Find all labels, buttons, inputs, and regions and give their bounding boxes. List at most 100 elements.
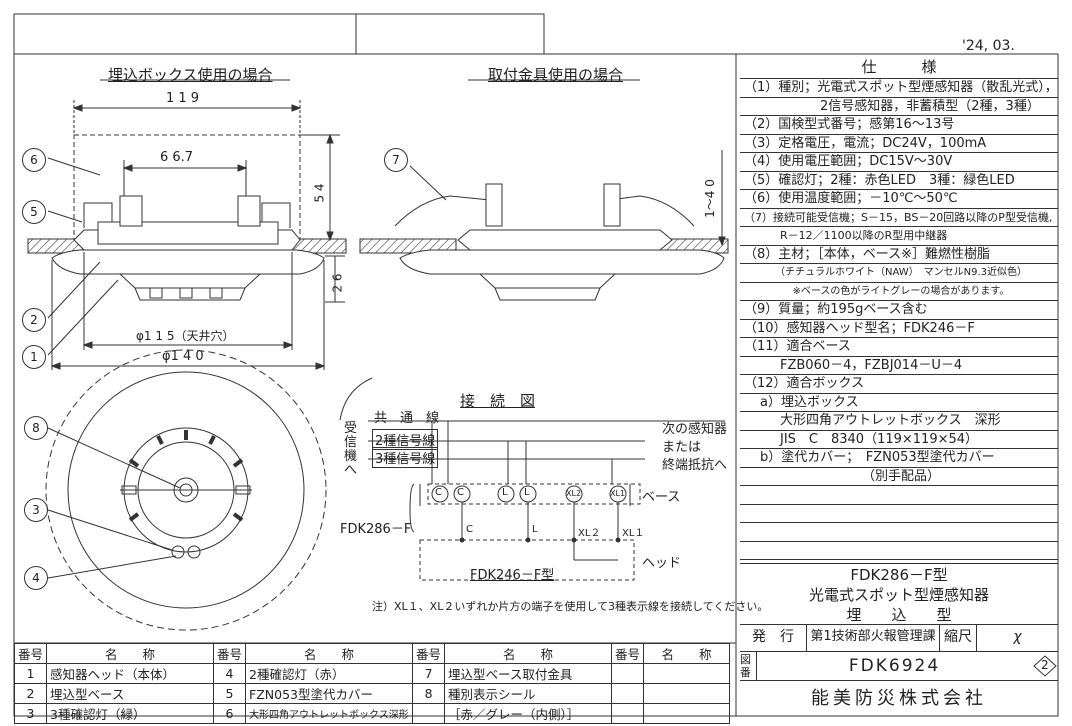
spec-line	[740, 542, 1058, 560]
callout-8: 8	[24, 416, 48, 440]
wiring-note: 注）XL１、XL２いずれか片方の端子を使用して3種表示線を接続してください。	[372, 600, 769, 613]
parts-header-row: 番号 名 称 番号 名 称 番号 名 称 番号 名 称	[13, 643, 730, 664]
spec-list: （1）種別；光電式スポット型煙感知器（散乱光式）， 2信号感知器，非蓄積型（2種…	[740, 79, 1058, 560]
part-no: 6	[213, 703, 247, 724]
dim-119: 1 1 9	[166, 91, 200, 106]
callout-2: 2	[22, 308, 46, 332]
lower-xl2: XL２	[578, 528, 601, 539]
wiring-receiver: 受信機へ	[344, 421, 358, 478]
wiring-base: ベース	[642, 490, 681, 505]
table-row: 2 埋込型ベース 5 FZN053型塗代カバー 8 種別表示シール	[13, 683, 730, 704]
title-block: FDK286－F型 光電式スポット型煙感知器 埋 込 型	[740, 563, 1058, 625]
spec-line: （5）確認灯；2種：赤色LED 3種：緑色LED	[740, 172, 1058, 190]
spec-line: FZB060－4，FZBJ014－U－4	[740, 357, 1058, 375]
spec-line: （9）質量；約195gベース含む	[740, 301, 1058, 320]
part-no: 1	[13, 663, 48, 684]
callout-5: 5	[22, 200, 46, 224]
terminal-l2: L	[524, 487, 530, 498]
date-stamp: '24, 03.	[962, 38, 1015, 54]
spec-line: b）塗代カバー； FZN053型塗代カバー	[740, 449, 1058, 468]
terminal-l1: L	[502, 487, 508, 498]
wiring-next3: 終端抵抗へ	[662, 458, 728, 473]
part-name	[643, 663, 730, 684]
wiring-title: 接 続 図	[460, 392, 536, 410]
callout-1: 1	[22, 345, 46, 369]
top-view-drawing	[45, 349, 327, 631]
revision-mark: 2	[1032, 652, 1058, 680]
part-name: ［赤／グレー（内側）］	[444, 703, 613, 724]
wiring-model: FDK286－F	[340, 522, 412, 537]
spec-line: a）埋込ボックス	[740, 394, 1058, 412]
spec-line: （2）国検型式番号；感第16～13号	[740, 116, 1058, 135]
spec-line: （4）使用電圧範囲；DC15V～30V	[740, 153, 1058, 172]
left-title: 埋込ボックス使用の場合	[108, 66, 273, 84]
issue-dept: 第1技術部火報管理課	[807, 625, 940, 651]
spec-title: 仕 様	[740, 56, 1058, 79]
bracket-drawing	[359, 79, 729, 301]
spec-line	[740, 523, 1058, 542]
header-cell: 番号	[611, 643, 645, 664]
spec-line: （6）使用温度範囲；－10℃～50℃	[740, 190, 1058, 209]
revision-number: 2	[1041, 658, 1049, 672]
embedded-box-drawing	[27, 79, 347, 370]
part-name	[643, 683, 730, 704]
spec-line	[740, 505, 1058, 523]
part-no: 4	[213, 663, 247, 684]
wiring-common: 共 通 線	[374, 411, 440, 426]
parts-table: 番号 名 称 番号 名 称 番号 名 称 番号 名 称 1 感知器ヘッド（本体）…	[13, 643, 730, 724]
wiring-head: ヘッド	[642, 556, 682, 571]
dim-115: φ1 1 5（天井穴）	[136, 329, 235, 343]
header-cell: 名 称	[643, 643, 730, 664]
callout-7: 7	[384, 148, 408, 172]
part-no: 3	[13, 703, 48, 724]
part-no: 2	[13, 683, 48, 704]
terminal-xl2: XL2	[566, 489, 582, 498]
part-no: 7	[412, 663, 446, 684]
terminal-c2: C	[457, 487, 464, 498]
header-cell: 番号	[13, 643, 48, 664]
drawing-label: 図番	[740, 652, 757, 680]
model-name: 光電式スポット型煙感知器	[808, 586, 989, 604]
part-name: 種別表示シール	[444, 683, 613, 704]
part-name: 大形四角アウトレットボックス深形	[245, 703, 414, 724]
part-no	[412, 703, 446, 724]
part-name: 感知器ヘッド（本体）	[46, 663, 215, 684]
header-cell: 名 称	[444, 643, 613, 664]
dim-26: 2 6	[330, 273, 345, 293]
wiring-sig2: 2種信号線	[372, 429, 439, 450]
spec-line: （7）接続可能受信機；S－15，BS－20回路以降のP型受信機,	[740, 209, 1058, 227]
wiring-sig3: 3種信号線	[372, 447, 439, 468]
wiring-next2: または	[662, 440, 702, 455]
header-cell: 番号	[213, 643, 247, 664]
revision-diamond-icon	[1033, 655, 1057, 677]
drawing-no: FDK6924	[848, 656, 941, 676]
model-title: FDK286－F型	[850, 566, 948, 584]
part-no: 8	[412, 683, 446, 704]
drawing-row: 図番 FDK6924 2	[740, 652, 1058, 681]
spec-line: （11）適合ベース	[740, 338, 1058, 357]
spec-line: （3）定格電圧，電流；DC24V，100mA	[740, 135, 1058, 153]
model-type: 埋 込 型	[740, 604, 1058, 625]
company-name: 能美防災株式会社	[811, 688, 987, 709]
spec-line: （別手配品）	[740, 468, 1058, 486]
spec-line: （チチュラルホワイト（NAW） マンセルN9.3近似色）	[740, 264, 1058, 283]
spec-line: （8）主材；［本体，ベース※］難燃性樹脂	[740, 246, 1058, 264]
spec-line: JIS C 8340（119×119×54）	[740, 431, 1058, 449]
spec-line	[740, 486, 1058, 505]
part-no	[611, 703, 645, 724]
callout-4: 4	[24, 566, 48, 590]
header-cell: 名 称	[245, 643, 414, 664]
terminal-xl1: XL1	[610, 489, 626, 498]
spec-line: 2信号感知器，非蓄積型（2種，3種）	[740, 98, 1058, 116]
issue-row: 発 行 第1技術部火報管理課 縮尺 χ	[740, 625, 1058, 652]
part-name: 埋込型ベース	[46, 683, 215, 704]
scale-value: χ	[1013, 629, 1022, 645]
wiring-next1: 次の感知器	[662, 422, 728, 437]
callout-6: 6	[22, 148, 46, 172]
dim-140: φ1 4 0	[162, 349, 204, 364]
dim-1-40: 1～4 0	[702, 179, 717, 218]
right-title: 取付金具使用の場合	[488, 66, 624, 84]
part-name: 埋込型ベース取付金具	[444, 663, 613, 684]
scale-label: 縮尺	[940, 625, 977, 651]
lower-l: L	[532, 524, 538, 535]
